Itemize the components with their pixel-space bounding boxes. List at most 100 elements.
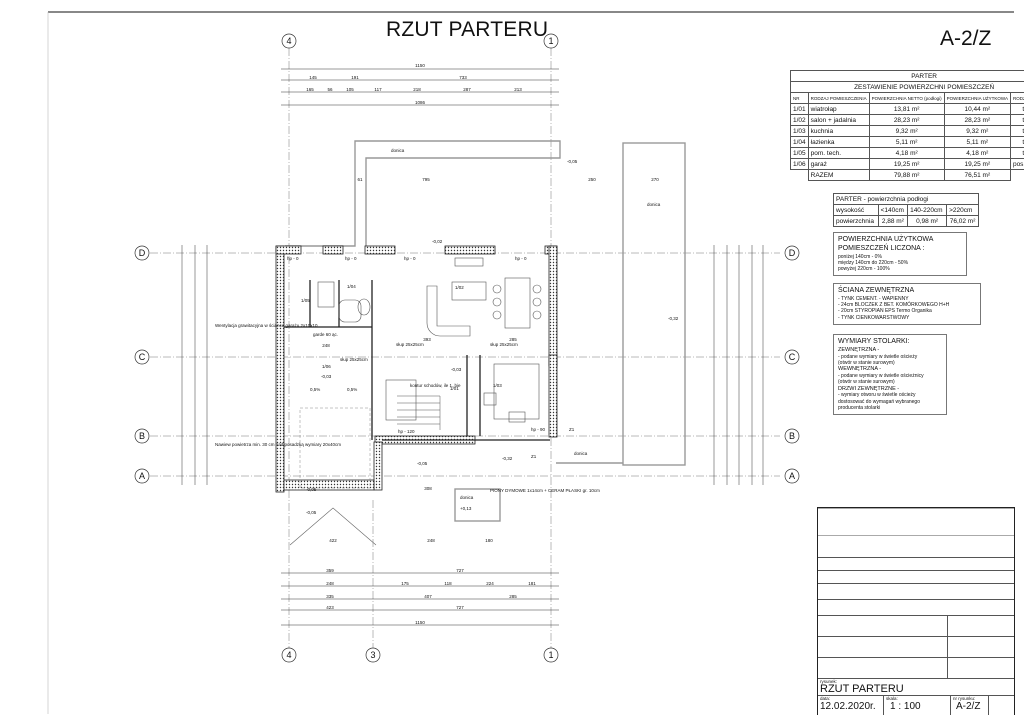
cell-usable-area: 28,23 m² [943, 114, 1011, 126]
floor-area-title: PARTER - powierzchnia podłogi [833, 193, 979, 205]
dim-text: 165 [306, 87, 314, 92]
drawing-label: rysunek: [820, 679, 838, 684]
axis-label: 3 [370, 650, 375, 660]
cell-usable-area: 4,18 m² [943, 147, 1011, 159]
axis-bubble-1-bottom [543, 647, 559, 663]
note-line: między 140cm do 220cm - 50% [838, 259, 909, 266]
dim-text: 191 [351, 75, 359, 80]
dim-text: 181 [528, 581, 536, 586]
sill-label: hp - 0 [287, 256, 299, 261]
dim-text: 287 [463, 87, 471, 92]
dim-text: 1086 [415, 100, 426, 105]
cell-net-area: 5,11 m² [868, 136, 945, 148]
cell-floor: pos. betonowa [1009, 158, 1024, 170]
level-mark: -0,05 [417, 461, 428, 466]
dim-text: 285 [509, 337, 517, 342]
note-subhead: WEWNĘTRZNA - [838, 366, 882, 373]
cell-nr: 1/02 [790, 114, 809, 126]
dim-text: 224 [486, 581, 494, 586]
cell-net-area: 28,23 m² [868, 114, 945, 126]
cell-room: pom. tech. [807, 147, 870, 159]
cell-floor: terakota [1009, 136, 1024, 148]
cell-usable-area: 5,11 m² [943, 136, 1011, 148]
right-dimensions [713, 245, 764, 485]
axis-bubble-3-bottom [365, 647, 381, 663]
area-table-header: RODZAJ POMIESZCZENIA [807, 92, 870, 104]
shower-label: garde 60 ąc. [313, 332, 338, 337]
area-table-title: PARTER [789, 70, 1024, 82]
note-line: (otwór w stanie surowym) [838, 379, 895, 386]
room-tag-1-05: 1/05 [301, 298, 310, 303]
note-line: producenta stolarki [838, 404, 881, 411]
title-block: rysunek: RZUT PARTERU data: 12.02.2020r.… [817, 507, 1015, 715]
stairs-note: kontur schodów, ile 1, bie [410, 383, 461, 388]
note-line: poniżej 140cm - 0% [838, 253, 882, 260]
driveway-slope [289, 507, 377, 546]
external-wall-note: ŚCIANA ZEWNĘTRZNA - TYNK CEMENT. - WAPIE… [833, 283, 981, 325]
cell-nr: 1/03 [790, 125, 809, 137]
dim-text: 1150 [415, 63, 425, 68]
axis-label: C [139, 352, 146, 362]
joinery-note: WYMIARY STOLARKI: ZEWNĘTRZNA - - podane … [833, 334, 947, 416]
axis-label: B [139, 431, 145, 441]
label-planter: donica [460, 495, 474, 500]
note-line: - podane wymiary w świetle ościeżnicy [838, 373, 924, 379]
note-line: - 20cm STYROPIAN EPS Termo Organika [838, 308, 932, 315]
area-table-header: RODZAJ POSADZKI [1009, 92, 1024, 104]
axis-bubble-C-right [784, 349, 800, 365]
axis-label: 1 [548, 36, 553, 46]
note-title: POWIERZCHNIA UŻYTKOWA [838, 236, 934, 243]
floor-area-cell: powierzchnia [833, 215, 879, 227]
area-table-header: NR [790, 92, 809, 104]
number-value: A-2/Z [956, 701, 981, 712]
usable-area-note: POWIERZCHNIA UŻYTKOWA POMIESZCZEŃ LICZON… [833, 232, 967, 277]
dim-text: 175 [401, 581, 409, 586]
note-line: - TYNK CEMENT. - WAPIENNY [838, 295, 909, 302]
area-table-header: POWIERZCHNIA UŻYTKOWA [943, 92, 1011, 104]
note-ventilation: Wentylacja grawitacyjna w ściance garażu… [215, 323, 318, 328]
level-mark: -0,05 [306, 510, 317, 515]
cell-usable-area: 9,32 m² [943, 125, 1011, 137]
axis-label: D [789, 248, 796, 258]
note-title: WYMIARY STOLARKI: [838, 338, 910, 345]
top-dimensions [281, 68, 559, 106]
note-line: (otwór w stanie surowym) [838, 359, 895, 366]
area-table-header: POWIERZCHNIA NETTO (podłogi) [868, 92, 945, 104]
cell-net-area: 9,32 m² [868, 125, 945, 137]
floor-area-table: PARTER - powierzchnia podłogi wysokość <… [833, 193, 979, 227]
cell-total-usable: 76,51 m² [943, 169, 1011, 181]
furniture [317, 257, 542, 423]
sill-label: hp - 0 [345, 256, 357, 261]
dim-text: 248 [326, 581, 334, 586]
room-tag-1-06: 1/06 [322, 364, 331, 369]
room-tag-1-01: 1/01 [450, 386, 459, 391]
label-terrace: donica [391, 148, 405, 153]
cell-floor: terakota [1009, 125, 1024, 137]
date-label: data: [820, 696, 831, 701]
room-tag-1-03: 1/03 [493, 383, 502, 388]
axis-label: A [139, 471, 145, 481]
dim-text: 248 [427, 538, 435, 543]
area-table: PARTER ZESTAWIENIE POWIERZCHNI POMIESZCZ… [789, 70, 1024, 181]
note-line: - TYNK CIENKOWARSTWOWY [838, 314, 910, 321]
window-tag: Z1 [531, 454, 537, 459]
date-value: 12.02.2020r. [820, 701, 876, 712]
level-mark: -0,03 [451, 367, 462, 372]
cell-floor: terakota [1009, 147, 1024, 159]
floor-area-header: >220cm [946, 204, 979, 216]
note-subhead: ZEWNĘTRZNA - [838, 346, 880, 353]
level-mark: -0,32 [668, 316, 679, 321]
cell-nr: 1/05 [790, 147, 809, 159]
left-dimensions [181, 245, 208, 485]
cell-net-area: 4,18 m² [868, 147, 945, 159]
cell-net-area: 19,25 m² [868, 158, 945, 170]
scale-label: skala: [886, 696, 898, 701]
level-mark: -0,03 [321, 374, 332, 379]
axis-bubble-A-left [134, 468, 150, 484]
dim-text: 422 [329, 538, 337, 543]
cell-room: garaż [807, 158, 870, 170]
axis-bubble-D-right [784, 245, 800, 261]
